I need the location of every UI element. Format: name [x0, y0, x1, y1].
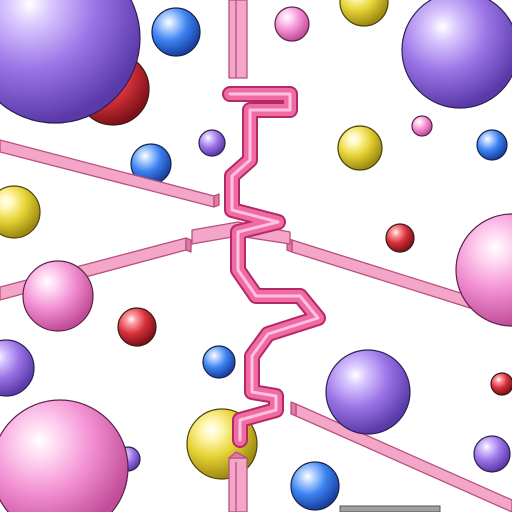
ball-purple-large [401, 0, 512, 109]
ball-yellow [0, 185, 41, 239]
ball-blue [476, 129, 508, 161]
ball-blue [290, 461, 340, 511]
rod-bottom-vertical [228, 457, 248, 512]
zigzag-tube [222, 86, 326, 448]
ball-purple-large [0, 0, 141, 124]
ball-purple [0, 339, 35, 397]
ball-blue [151, 7, 201, 57]
ball-purple-small [473, 435, 511, 473]
ball-red-small [117, 307, 157, 347]
ball-purple-small [198, 129, 226, 157]
rod-top-vertical [228, 0, 248, 79]
ball-yellow [337, 125, 383, 171]
ball-pink-large [455, 213, 512, 327]
ball-pink-tiny [411, 115, 433, 137]
background-balls [0, 0, 512, 480]
ball-pink-small [274, 6, 310, 42]
ball-pink-large [0, 399, 129, 512]
ball-red-small [385, 223, 415, 253]
ball-red-small [490, 372, 512, 396]
rod-right [291, 239, 471, 309]
ball-blue [202, 345, 236, 379]
foreground-balls [0, 213, 512, 512]
ball-pink [22, 260, 94, 332]
ball-purple [325, 349, 411, 435]
floor-strip [339, 505, 441, 512]
ball-yellow [339, 0, 389, 27]
